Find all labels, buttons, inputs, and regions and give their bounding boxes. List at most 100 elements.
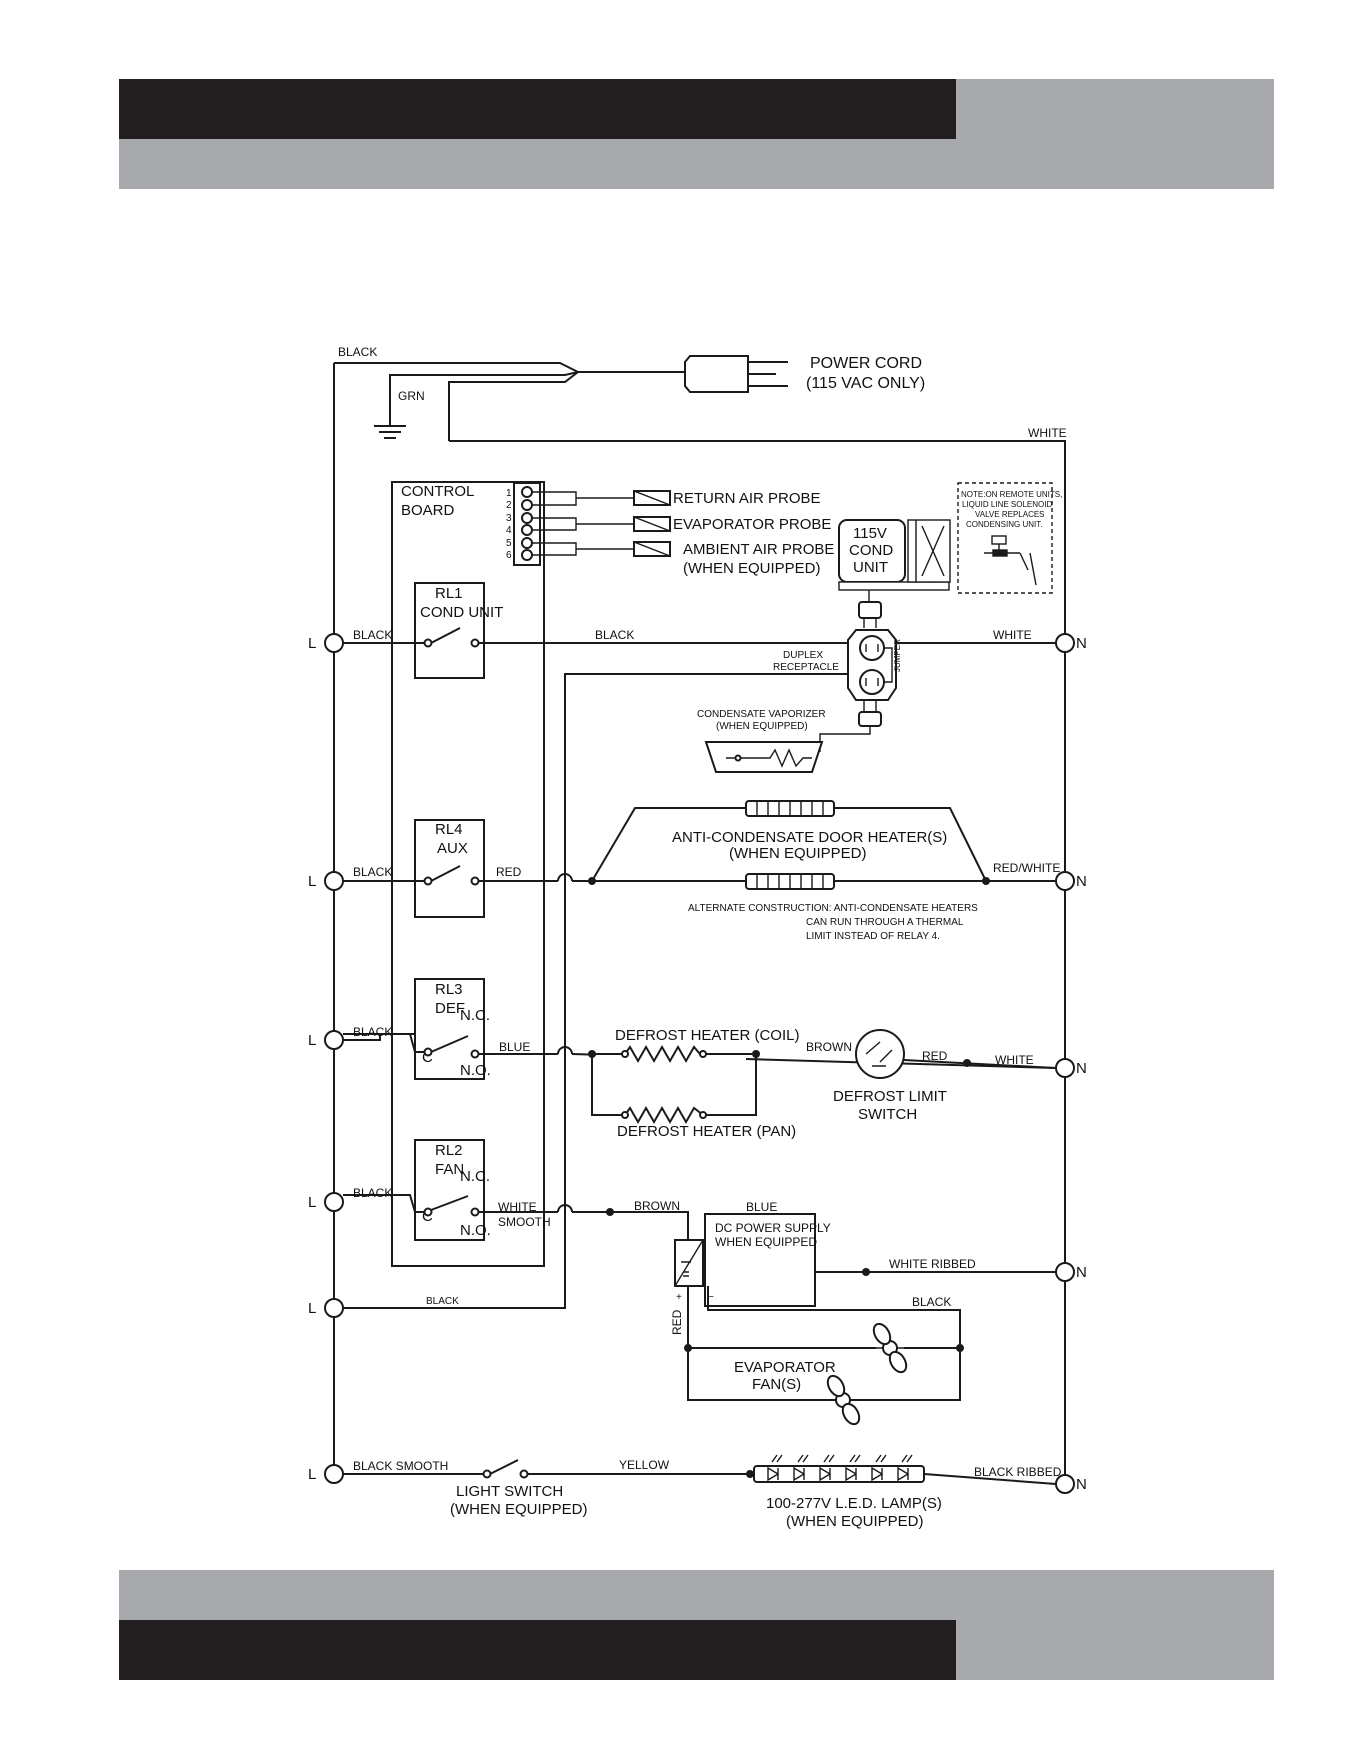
- wire-label-black-return: BLACK: [426, 1296, 459, 1307]
- led-lamp-label-1: 100-277V L.E.D. LAMP(S): [766, 1495, 942, 1512]
- door-heater-icon-top: [745, 800, 835, 817]
- relay-rl1: [414, 582, 485, 679]
- rl2-contact-no: [470, 1207, 480, 1217]
- header-dark-bar: [119, 79, 956, 139]
- wire-label-black-ribbed: BLACK RIBBED: [974, 1465, 1062, 1479]
- junction-dc: [862, 1268, 870, 1276]
- defrost-heater-pan-icon: [624, 1105, 704, 1125]
- rl1-contact-b: [470, 638, 480, 648]
- defrost-coil-label: DEFROST HEATER (COIL): [615, 1027, 799, 1044]
- rl3-contact-c: [423, 1047, 433, 1057]
- n-terminal-6[interactable]: [1055, 1474, 1075, 1494]
- l-terminal-5[interactable]: [324, 1298, 344, 1318]
- alternate-note-3: LIMIT INSTEAD OF RELAY 4.: [806, 931, 940, 942]
- defrost-limit-label-2: SWITCH: [858, 1106, 917, 1123]
- wire-label-red-limit: RED: [922, 1049, 948, 1063]
- rl2-crossover: [557, 1204, 573, 1213]
- wire-label-white-top: WHITE: [1028, 426, 1067, 440]
- limit-switch-out-wire: [903, 1059, 1057, 1069]
- svg-text:6: 6: [506, 550, 512, 561]
- cond-unit-label-3: UNIT: [853, 559, 888, 576]
- wire-label-white-limit: WHITE: [995, 1053, 1034, 1067]
- defrost-heater-branch: [591, 1054, 757, 1116]
- ground-icon: [374, 420, 406, 439]
- rl2-wiring: [343, 1194, 689, 1240]
- cond-unit-label-2: COND: [849, 542, 893, 559]
- probe-icons: [633, 490, 671, 557]
- n-terminal-2[interactable]: [1055, 871, 1075, 891]
- jumper-label: JUMPER: [893, 639, 902, 672]
- l-label-4: L: [308, 1194, 316, 1211]
- wire-label-black-fan: BLACK: [912, 1295, 951, 1309]
- coil-end-b: [699, 1050, 707, 1058]
- rl3-common-wire: [343, 1033, 425, 1053]
- rl1-label-1: RL1: [435, 585, 463, 602]
- rl3-c-label: C: [422, 1049, 433, 1066]
- door-heater-label-1: ANTI-CONDENSATE DOOR HEATER(S): [672, 829, 947, 846]
- svg-text:4: 4: [506, 525, 512, 536]
- cond-unit-plug-icon: [858, 590, 882, 628]
- n-terminal-4[interactable]: [1055, 1262, 1075, 1282]
- rl1-wiring: [343, 627, 1056, 644]
- rl4-contact-b: [470, 876, 480, 886]
- solenoid-valve-icon: [984, 535, 1037, 586]
- defrost-heater-coil-icon: [596, 1044, 752, 1064]
- n-label-2: N: [1076, 873, 1087, 890]
- return-air-probe-label: RETURN AIR PROBE: [673, 490, 821, 507]
- rl3-no-label: N.O.: [460, 1062, 491, 1079]
- cond-unit-label-1: 115V: [853, 525, 887, 542]
- probe-leads: [532, 491, 634, 556]
- duplex-label-1: DUPLEX: [783, 650, 823, 661]
- board-return-wire: [343, 1302, 566, 1309]
- relay-rl2: [414, 1139, 485, 1241]
- l-terminal-1[interactable]: [324, 633, 344, 653]
- junction-fan-b: [956, 1344, 964, 1352]
- ambient-probe-when-equipped: (WHEN EQUIPPED): [683, 560, 821, 577]
- wire-label-grn: GRN: [398, 389, 425, 403]
- l-label-6: L: [308, 1466, 316, 1483]
- rl4-wiring: [343, 865, 1056, 882]
- n-terminal-3[interactable]: [1055, 1058, 1075, 1078]
- rl2-contact-c: [423, 1207, 433, 1217]
- wire-label-blue-rl2: BLUE: [746, 1200, 777, 1214]
- l-terminal-3[interactable]: [324, 1030, 344, 1050]
- wire-label-blue-rl3: BLUE: [499, 1040, 530, 1054]
- header-grey-bar: [119, 139, 1274, 189]
- wire-label-black-rl1-out: BLACK: [595, 628, 634, 642]
- grn-wire: [389, 371, 579, 420]
- pan-end-a: [621, 1111, 629, 1119]
- l-label-2: L: [308, 873, 316, 890]
- wire-label-black-rl3: BLACK: [353, 1025, 392, 1039]
- rl2-no-label: N.O.: [460, 1222, 491, 1239]
- l-label-5: L: [308, 1300, 316, 1317]
- evaporator-probe-label: EVAPORATOR PROBE: [673, 516, 831, 533]
- svg-text:1: 1: [506, 488, 512, 499]
- wire-label-black-rl1-in: BLACK: [353, 628, 392, 642]
- junction-fan-a: [684, 1344, 692, 1352]
- control-board-label-2: BOARD: [401, 502, 455, 519]
- wire-label-white-rl2: WHITE: [498, 1200, 537, 1214]
- door-heater-label-2: (WHEN EQUIPPED): [729, 845, 867, 862]
- n-label-4: N: [1076, 1264, 1087, 1281]
- wire-label-red-fan: RED: [670, 1309, 684, 1335]
- n-terminal-1[interactable]: [1055, 633, 1075, 653]
- l-terminal-6[interactable]: [324, 1464, 344, 1484]
- wire-label-black-smooth: BLACK SMOOTH: [353, 1459, 448, 1473]
- remote-note-2: LIQUID LINE SOLENOID: [962, 500, 1052, 509]
- wire-label-brown-rl2: BROWN: [634, 1199, 680, 1213]
- condensate-vaporizer-icon: [704, 741, 824, 773]
- wire-label-white-ribbed: WHITE RIBBED: [889, 1257, 976, 1271]
- l-terminal-2[interactable]: [324, 871, 344, 891]
- power-cord-note: (115 VAC ONLY): [806, 375, 925, 392]
- rl3-contact-no: [470, 1049, 480, 1059]
- rl3-crossover: [557, 1046, 573, 1055]
- wire-label-smooth-rl2: SMOOTH: [498, 1215, 551, 1229]
- light-switch-contact-b: [519, 1469, 529, 1479]
- l-terminal-4[interactable]: [324, 1192, 344, 1212]
- duplex-label-2: RECEPTACLE: [773, 662, 839, 673]
- black-cord-wire: [334, 362, 579, 373]
- light-switch-label-1: LIGHT SWITCH: [456, 1483, 563, 1500]
- alternate-note-2: CAN RUN THROUGH A THERMAL: [806, 917, 964, 928]
- condensing-unit-icon: [838, 519, 951, 591]
